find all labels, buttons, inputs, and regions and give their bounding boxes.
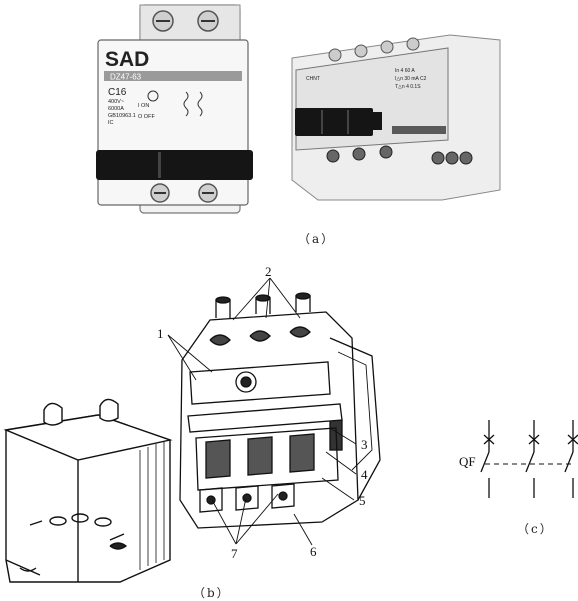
- symbol-label: QF: [459, 454, 476, 469]
- certification-mark-icon: [147, 90, 159, 102]
- callout-6: 6: [310, 544, 317, 559]
- breaker-brand: SAD: [105, 48, 149, 71]
- callout-7: 7: [231, 546, 238, 561]
- breaker-off-label: O OFF: [138, 114, 155, 120]
- breaker-circuit-symbol: [480, 420, 578, 498]
- breaker-mechanism: [179, 292, 381, 529]
- rcd-spec-2: T△n 4 0.1S: [395, 84, 421, 90]
- rcd-brand-mark: CHNT: [306, 76, 320, 82]
- callout-4: 4: [361, 467, 368, 482]
- breaker-spec-1: 6000A: [108, 106, 124, 112]
- breaker-toggle-handle: [96, 150, 253, 180]
- enclosed-breaker-housing: [3, 398, 173, 583]
- residual-current-breaker: CHNT In 4 60 A I△n 30 mA C2 T△n 4 0.1S: [291, 34, 501, 201]
- caption-a: （a）: [298, 232, 336, 246]
- rcd-spec-1: I△n 30 mA C2: [395, 76, 427, 82]
- callout-leaders: [167, 277, 357, 546]
- breaker-spec-2: GB10963.1: [108, 113, 136, 119]
- callout-3: 3: [361, 437, 368, 452]
- caption-b: （b）: [193, 586, 231, 600]
- breaker-model: DZ47-63: [110, 73, 142, 82]
- callout-1: 1: [157, 326, 164, 341]
- rcd-spec-0: In 4 60 A: [395, 68, 415, 74]
- callout-2: 2: [265, 264, 272, 279]
- miniature-circuit-breaker: SAD DZ47-63 C16 400V~ 6000A GB10963.1 IC…: [96, 4, 253, 214]
- rcd-toggle-handle: [295, 108, 373, 136]
- breaker-rating: C16: [108, 87, 127, 98]
- caption-c: （c）: [517, 522, 554, 536]
- breaker-spec-0: 400V~: [108, 99, 124, 105]
- breaker-on-label: I ON: [138, 103, 149, 109]
- breaker-spec-3: IC: [108, 120, 114, 126]
- callout-5: 5: [359, 493, 366, 508]
